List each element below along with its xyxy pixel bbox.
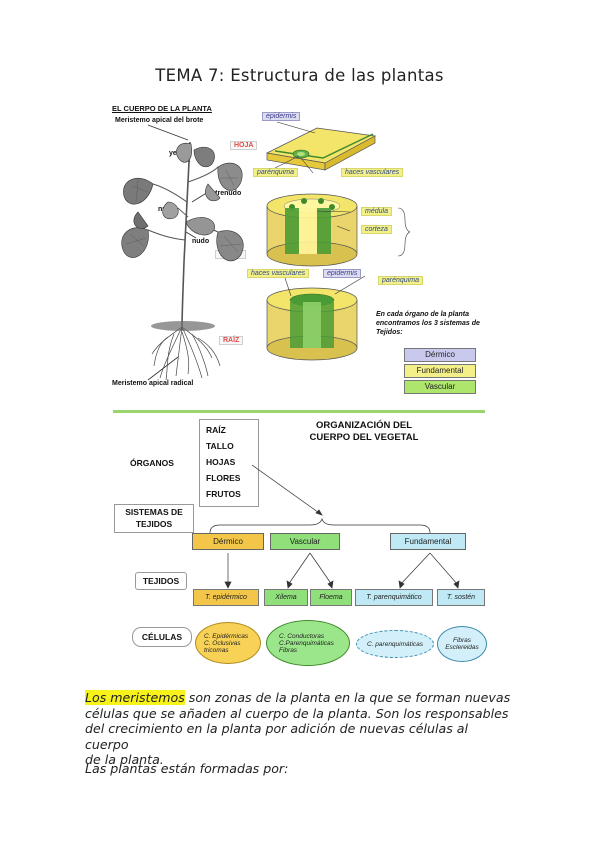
label-node-2: nudo	[192, 238, 210, 245]
system-fundamental: Fundamental	[404, 364, 476, 378]
system-dermal: Dérmico	[404, 348, 476, 362]
paragraph-plants-formed: Las plantas están formadas por:	[85, 761, 289, 776]
cell-line: C. Epidérmicas	[204, 632, 249, 640]
para1-line4: de la planta.	[85, 752, 164, 767]
diagram-heading: ORGANIZACIÓN DEL CUERPO DEL VEGETAL	[294, 420, 434, 444]
label-internode: entrenudo	[207, 190, 242, 197]
diagram-heading-line2: CUERPO DEL VEGETAL	[309, 432, 419, 443]
system-box-fundamental: Fundamental	[390, 533, 466, 550]
cells-parenchymal: C. parenquimáticas	[356, 630, 434, 658]
highlighted-term: Los meristemos	[85, 690, 185, 705]
organ-fruits: FRUTOS	[206, 489, 241, 499]
tissue-cross-sections	[265, 121, 410, 361]
organs-box: RAÍZ TALLO HOJAS FLORES FRUTOS	[199, 419, 259, 507]
label-vascular-mid: haces vasculares	[247, 269, 310, 278]
systems-label-line1: SISTEMAS DE	[125, 507, 183, 517]
plant-illustration	[121, 124, 244, 381]
systems-label-line2: TEJIDOS	[135, 519, 173, 529]
tag-leaf: HOJA	[230, 141, 258, 150]
para1-line1: son zonas de la planta en la que se form…	[184, 690, 511, 705]
page-title: TEMA 7: Estructura de las plantas	[155, 66, 444, 85]
label-epidermis-top: epidermis	[262, 112, 301, 121]
label-root-meristem: Meristemo apical radical	[112, 380, 194, 387]
tissues-label: TEJIDOS	[135, 572, 187, 590]
cells-vascular: C. Conductoras C.Parenquimáticas Fibras	[266, 620, 350, 666]
organ-leaves: HOJAS	[206, 457, 236, 467]
cells-dermal: C. Epidérmicas C. Oclusivas tricomas	[195, 622, 261, 664]
cell-line: C. Conductoras	[279, 632, 325, 640]
para1-line2: células que se añaden al cuerpo de la pl…	[85, 705, 509, 721]
cell-line: C. parenquimáticas	[367, 640, 423, 648]
figure-heading: EL CUERPO DE LA PLANTA	[112, 104, 212, 113]
paragraph-meristems: Los meristemos son zonas de la planta en…	[85, 690, 515, 768]
system-box-dermal: Dérmico	[192, 533, 264, 550]
label-parenchyma-right: parénquima	[378, 276, 423, 285]
cells-label: CÉLULAS	[132, 627, 192, 647]
cell-line: Esclereidas	[445, 644, 479, 651]
tissue-parenchymal: T. parenquimático	[355, 589, 433, 606]
organs-label: ÓRGANOS	[130, 458, 174, 468]
tissue-phloem: Floema	[310, 589, 352, 606]
cell-line: C.Parenquimáticas	[279, 639, 334, 647]
tissue-support: T. sostén	[437, 589, 485, 606]
tissue-xylem: Xilema	[264, 589, 308, 606]
diagram-heading-line1: ORGANIZACIÓN DEL	[315, 420, 413, 431]
systems-label-box: SISTEMAS DE TEJIDOS	[114, 504, 194, 533]
label-vascular-top: haces vasculares	[341, 168, 404, 177]
section-divider	[113, 410, 485, 413]
system-vascular: Vascular	[404, 380, 476, 394]
para1-line3: del crecimiento en la planta por adición…	[85, 721, 469, 752]
cell-line: C. Oclusivas	[204, 639, 241, 647]
label-apical-shoot: Meristemo apical del brote	[115, 117, 204, 124]
label-pith: médula	[361, 207, 392, 216]
label-cortex: corteza	[361, 225, 392, 234]
organ-root: RAÍZ	[206, 425, 226, 435]
label-parenchyma-top: parénquima	[253, 168, 298, 177]
diagram-connectors	[209, 464, 460, 589]
system-box-vascular: Vascular	[270, 533, 340, 550]
tag-root: RAÍZ	[219, 336, 244, 345]
cell-line: Fibras	[452, 637, 472, 644]
cells-support: Fibras Esclereidas	[437, 626, 487, 662]
organ-stem: TALLO	[206, 441, 234, 451]
organ-flowers: FLORES	[206, 473, 241, 483]
label-epidermis-mid: epidermis	[323, 269, 362, 278]
systems-note: En cada órgano de la planta encontramos …	[376, 311, 480, 336]
cell-line: Fibras	[279, 646, 298, 654]
tissue-epidermal: T. epidérmico	[193, 589, 259, 606]
cell-line: tricomas	[204, 646, 229, 654]
